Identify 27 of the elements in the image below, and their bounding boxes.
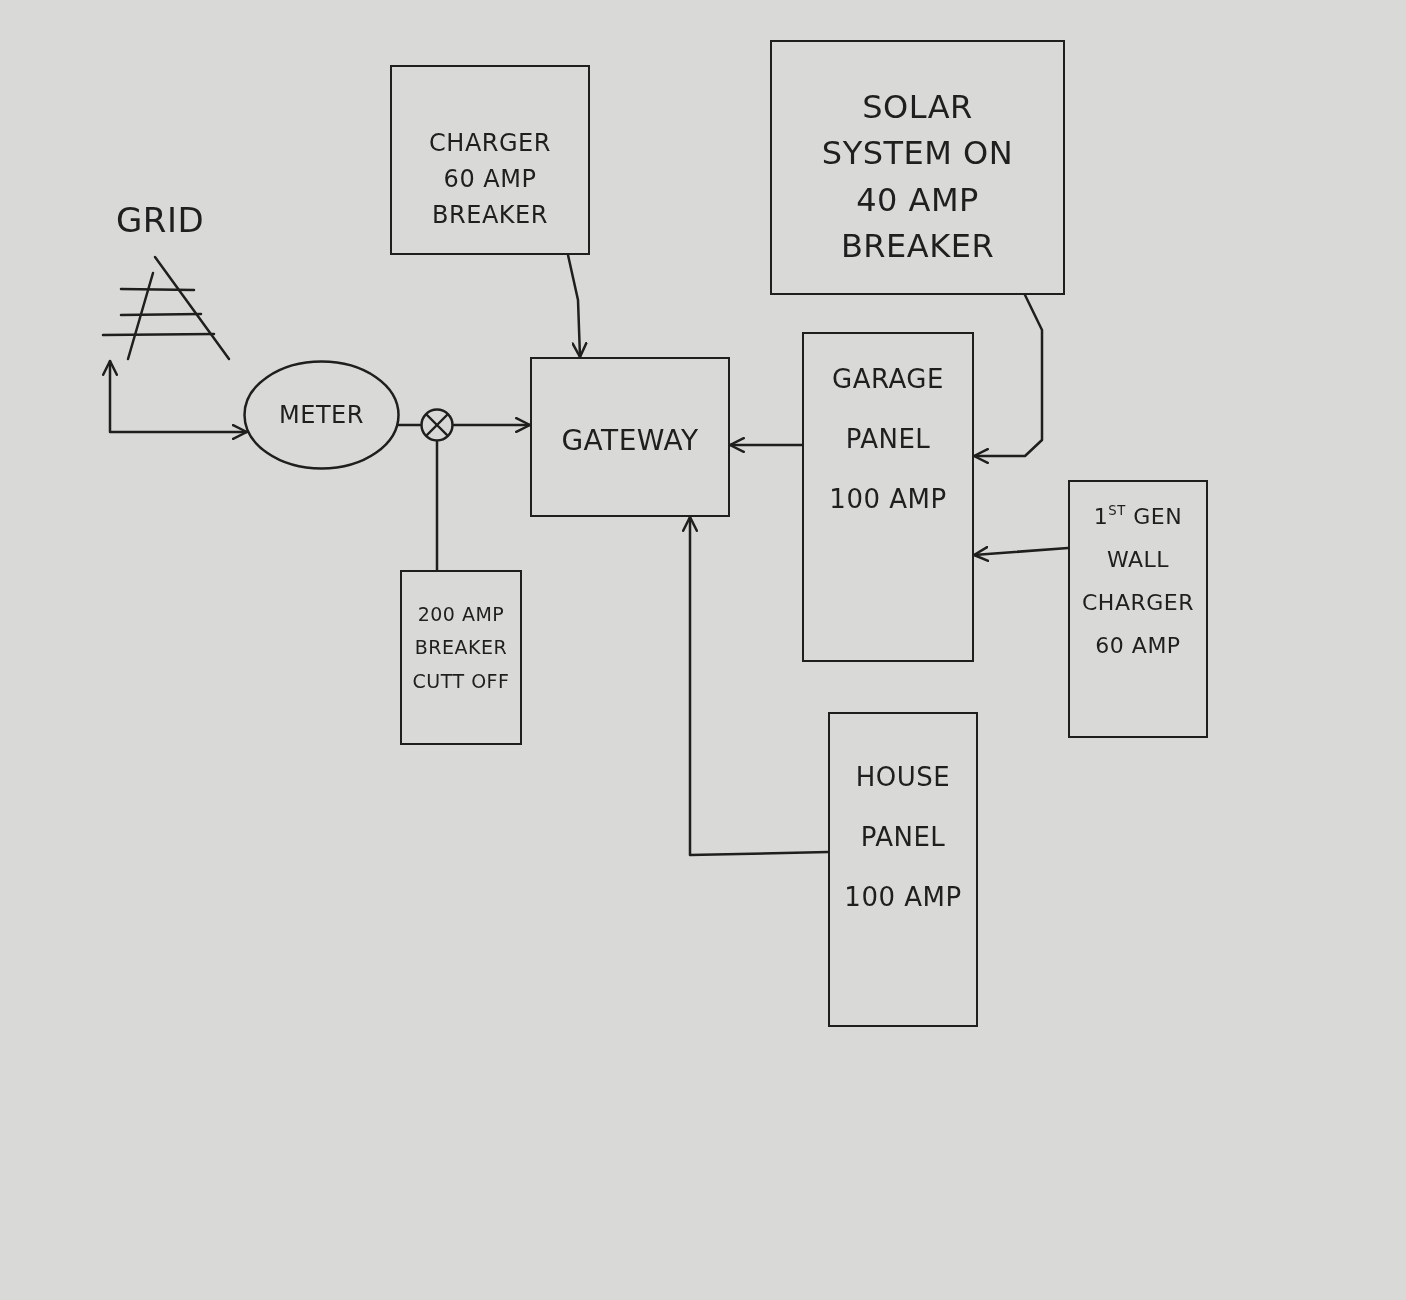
charger-box (390, 65, 590, 255)
arrow (972, 545, 1070, 563)
panel-box (802, 332, 974, 662)
node-label: SOLAR SYSTEM ON 40 AMP BREAKER (820, 87, 1015, 268)
breaker-symbol (420, 408, 454, 442)
arrow (452, 416, 532, 434)
arrow (681, 515, 830, 857)
grid-label: GRID (115, 200, 205, 241)
breaker-box (400, 570, 522, 745)
arrow (972, 293, 1044, 465)
gateway-box (530, 357, 730, 517)
node-label: GARAGE PANEL 100 AMP (828, 363, 948, 516)
node-label: 1$^{ST}$ GEN WALL CHARGER 60 AMP (1081, 501, 1195, 660)
meter-ellipse (243, 360, 400, 470)
arrow (728, 436, 804, 454)
node-label: CHARGER 60 AMP BREAKER (428, 128, 552, 231)
arrow (566, 253, 588, 359)
panel-box (828, 712, 978, 1027)
node-label: 200 AMP BREAKER CUTT OFF (411, 602, 511, 694)
connector-line (397, 423, 422, 427)
arrow (101, 359, 249, 441)
node-label: METER (279, 400, 364, 430)
charger-box (1068, 480, 1208, 738)
solar-system-box (770, 40, 1065, 295)
node-label: GATEWAY (561, 423, 699, 459)
connector-line (435, 440, 439, 572)
node-label: HOUSE PANEL 100 AMP (843, 761, 963, 914)
